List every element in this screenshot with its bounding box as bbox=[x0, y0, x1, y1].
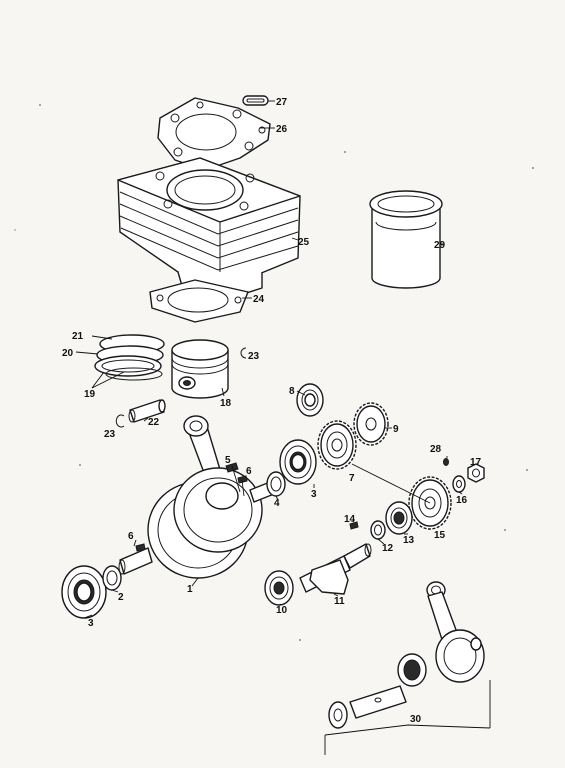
callout-23-lower: 23 bbox=[104, 429, 116, 440]
part-26-head-gasket bbox=[157, 97, 271, 171]
part-6-key-lower bbox=[135, 543, 146, 552]
callout-4: 4 bbox=[274, 498, 280, 509]
callout-8: 8 bbox=[289, 386, 295, 397]
callout-27: 27 bbox=[276, 97, 288, 108]
callout-29: 29 bbox=[434, 240, 446, 251]
part-1-crankshaft bbox=[118, 415, 280, 579]
part-10-bearing bbox=[264, 570, 294, 606]
callout-30: 30 bbox=[410, 714, 422, 725]
part-14-key bbox=[349, 521, 359, 530]
part-3-bearing-left bbox=[61, 565, 107, 619]
part-7-gear bbox=[317, 420, 357, 470]
callout-3-left: 3 bbox=[88, 618, 94, 629]
callout-7: 7 bbox=[349, 473, 355, 484]
part-4-spacer bbox=[266, 471, 286, 497]
callout-26: 26 bbox=[276, 124, 288, 135]
callout-labels: 27 26 25 24 29 21 20 19 23 18 22 23 8 9 … bbox=[62, 97, 482, 725]
part-12-spacer bbox=[370, 520, 386, 540]
part-25-cylinder bbox=[117, 157, 301, 301]
callout-3-right: 3 bbox=[311, 489, 317, 500]
part-18-piston bbox=[171, 339, 229, 399]
part-23-circlip-lower bbox=[115, 414, 125, 428]
paper-specks bbox=[14, 104, 534, 641]
callout-25: 25 bbox=[298, 237, 310, 248]
callout-22: 22 bbox=[148, 417, 160, 428]
callout-14: 14 bbox=[344, 514, 356, 525]
callout-16: 16 bbox=[456, 495, 468, 506]
part-13-bearing bbox=[385, 501, 413, 535]
part-3-bearing-right bbox=[279, 439, 317, 485]
callout-24: 24 bbox=[253, 294, 265, 305]
part-8-bearing bbox=[296, 383, 324, 417]
callout-11: 11 bbox=[334, 596, 345, 607]
callout-1: 1 bbox=[187, 584, 193, 595]
callout-17: 17 bbox=[470, 457, 482, 468]
part-16-washer bbox=[452, 475, 466, 493]
callout-21: 21 bbox=[72, 331, 84, 342]
part-17-nut bbox=[467, 463, 485, 483]
callout-10: 10 bbox=[276, 605, 288, 616]
callout-18: 18 bbox=[220, 398, 232, 409]
callout-13: 13 bbox=[403, 535, 415, 546]
callout-6-lower: 6 bbox=[128, 531, 134, 542]
callout-2: 2 bbox=[118, 592, 124, 603]
part-11-balancer-shaft bbox=[299, 543, 372, 595]
callout-9: 9 bbox=[393, 424, 399, 435]
part-29-cylinder-liner bbox=[369, 190, 443, 289]
leader-lines bbox=[75, 100, 473, 619]
callout-5: 5 bbox=[225, 455, 231, 466]
callout-12: 12 bbox=[382, 543, 394, 554]
part-6-key-upper bbox=[237, 475, 248, 484]
callout-19: 19 bbox=[84, 389, 96, 400]
callout-15: 15 bbox=[434, 530, 446, 541]
part-22-piston-pin bbox=[128, 399, 166, 423]
callout-23-upper: 23 bbox=[248, 351, 260, 362]
part-28-pin bbox=[443, 458, 449, 466]
part-24-base-gasket bbox=[149, 279, 249, 323]
part-19-20-21-piston-rings bbox=[94, 334, 165, 381]
callout-6-upper: 6 bbox=[246, 466, 252, 477]
part-2-spacer bbox=[102, 565, 122, 591]
part-23-circlip-upper bbox=[240, 347, 247, 359]
part-9-gear bbox=[353, 402, 389, 446]
part-30-conrod-kit bbox=[324, 581, 491, 755]
callout-28: 28 bbox=[430, 444, 442, 455]
part-27-o-ring bbox=[242, 95, 269, 106]
callout-20: 20 bbox=[62, 348, 74, 359]
